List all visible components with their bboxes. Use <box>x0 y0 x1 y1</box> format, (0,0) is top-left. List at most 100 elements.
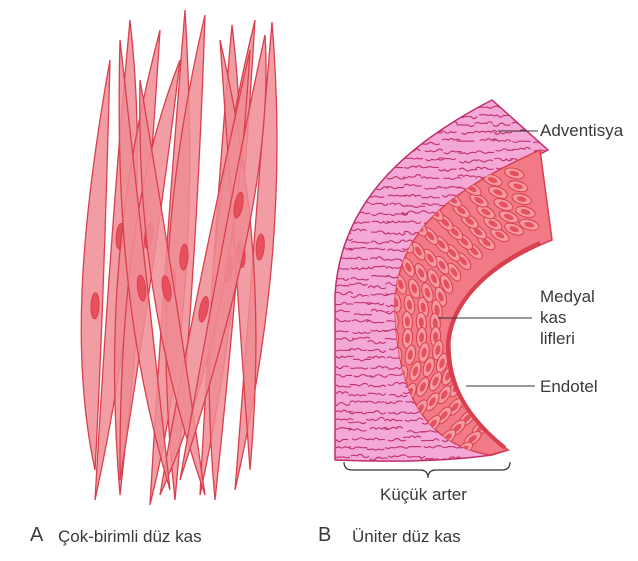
collagen-fiber <box>513 113 531 115</box>
collagen-fiber <box>388 465 406 468</box>
collagen-fiber <box>424 114 442 116</box>
collagen-fiber <box>442 466 460 468</box>
collagen-fiber <box>529 449 547 451</box>
collagen-fiber <box>474 339 492 341</box>
collagen-fiber <box>493 276 511 277</box>
collagen-fiber <box>532 257 550 258</box>
collagen-fiber <box>479 464 497 467</box>
collagen-fiber <box>389 141 407 145</box>
collagen-fiber <box>530 422 548 424</box>
collagen-fiber <box>532 431 550 433</box>
collagen-fiber <box>549 463 567 466</box>
artery-brace <box>344 462 510 478</box>
collagen-fiber <box>335 105 353 106</box>
collagen-fiber <box>475 322 493 325</box>
collagen-fiber <box>367 465 385 467</box>
collagen-fiber <box>493 287 511 289</box>
collagen-fiber <box>331 465 349 467</box>
collagen-fiber <box>512 401 530 402</box>
collagen-fiber <box>333 96 351 98</box>
collagen-fiber <box>498 340 516 341</box>
collagen-fiber <box>349 122 367 126</box>
collagen-fiber <box>548 429 566 431</box>
collagen-fiber <box>551 234 569 235</box>
collagen-fiber <box>462 304 480 307</box>
collagen-fiber <box>336 220 354 222</box>
collagen-fiber <box>372 156 390 158</box>
collagen-fiber <box>533 413 551 415</box>
collagen-fiber <box>548 142 566 143</box>
collagen-fiber <box>425 123 443 125</box>
collagen-fiber <box>402 111 420 113</box>
collagen-fiber <box>353 169 371 171</box>
small-artery-label: Küçük arter <box>380 484 467 505</box>
collagen-fiber <box>548 448 566 449</box>
collagen-fiber <box>459 358 477 362</box>
collagen-fiber <box>496 403 514 404</box>
collagen-fiber <box>552 165 570 169</box>
collagen-fiber <box>442 95 460 98</box>
collagen-fiber <box>457 319 475 321</box>
collagen-fiber <box>476 396 494 397</box>
medial-cell-nucleus <box>472 403 483 414</box>
collagen-fiber <box>352 178 370 181</box>
collagen-fiber <box>532 266 550 268</box>
collagen-fiber <box>513 286 531 287</box>
collagen-fiber <box>511 411 529 413</box>
collagen-fiber <box>531 102 549 104</box>
collagen-fiber <box>494 410 512 413</box>
panel-a-letter: A <box>30 524 43 547</box>
collagen-fiber <box>493 294 511 296</box>
collagen-fiber <box>513 464 531 466</box>
adventitia-label: Adventisya <box>540 120 623 141</box>
collagen-fiber <box>352 186 370 188</box>
collagen-fiber <box>548 103 566 106</box>
collagen-fiber <box>369 121 387 123</box>
collagen-fiber <box>529 401 547 403</box>
collagen-fiber <box>352 156 370 158</box>
collagen-fiber <box>548 267 566 268</box>
collagen-fiber <box>511 356 529 357</box>
multi-unit-smooth-muscle-illustration <box>81 10 277 505</box>
collagen-fiber <box>512 341 530 343</box>
collagen-fiber <box>388 157 406 159</box>
collagen-fiber <box>551 114 569 116</box>
collagen-fiber <box>422 466 440 468</box>
collagen-fiber <box>530 116 548 117</box>
collagen-fiber <box>511 367 529 370</box>
collagen-fiber <box>478 458 496 459</box>
collagen-fiber <box>510 331 528 334</box>
collagen-fiber <box>371 139 389 143</box>
collagen-fiber <box>479 409 497 412</box>
collagen-fiber <box>331 133 349 136</box>
collagen-fiber <box>387 103 405 104</box>
collagen-fiber <box>510 105 528 108</box>
collagen-fiber <box>403 94 421 97</box>
collagen-fiber <box>548 241 566 242</box>
collagen-fiber <box>349 113 367 116</box>
collagen-fiber <box>552 175 570 176</box>
collagen-fiber <box>547 274 565 276</box>
collagen-fiber <box>476 402 494 405</box>
collagen-fiber <box>372 108 390 109</box>
collagen-fiber <box>549 368 567 370</box>
collagen-fiber <box>371 132 389 134</box>
collagen-fiber <box>476 373 494 375</box>
collagen-fiber <box>547 421 565 423</box>
collagen-fiber <box>498 457 516 458</box>
collagen-fiber <box>496 376 514 378</box>
collagen-fiber <box>479 313 497 315</box>
collagen-fiber <box>547 195 565 197</box>
collagen-fiber <box>551 220 569 222</box>
collagen-fiber <box>334 205 352 208</box>
collagen-fiber <box>386 148 404 150</box>
collagen-fiber <box>351 95 369 97</box>
collagen-fiber <box>497 96 515 97</box>
collagen-fiber <box>333 151 351 153</box>
collagen-fiber <box>493 366 511 367</box>
collagen-fiber <box>533 365 551 367</box>
collagen-fiber <box>496 312 514 314</box>
collagen-fiber <box>515 312 533 314</box>
collagen-fiber <box>531 465 549 466</box>
collagen-fiber <box>493 303 511 306</box>
